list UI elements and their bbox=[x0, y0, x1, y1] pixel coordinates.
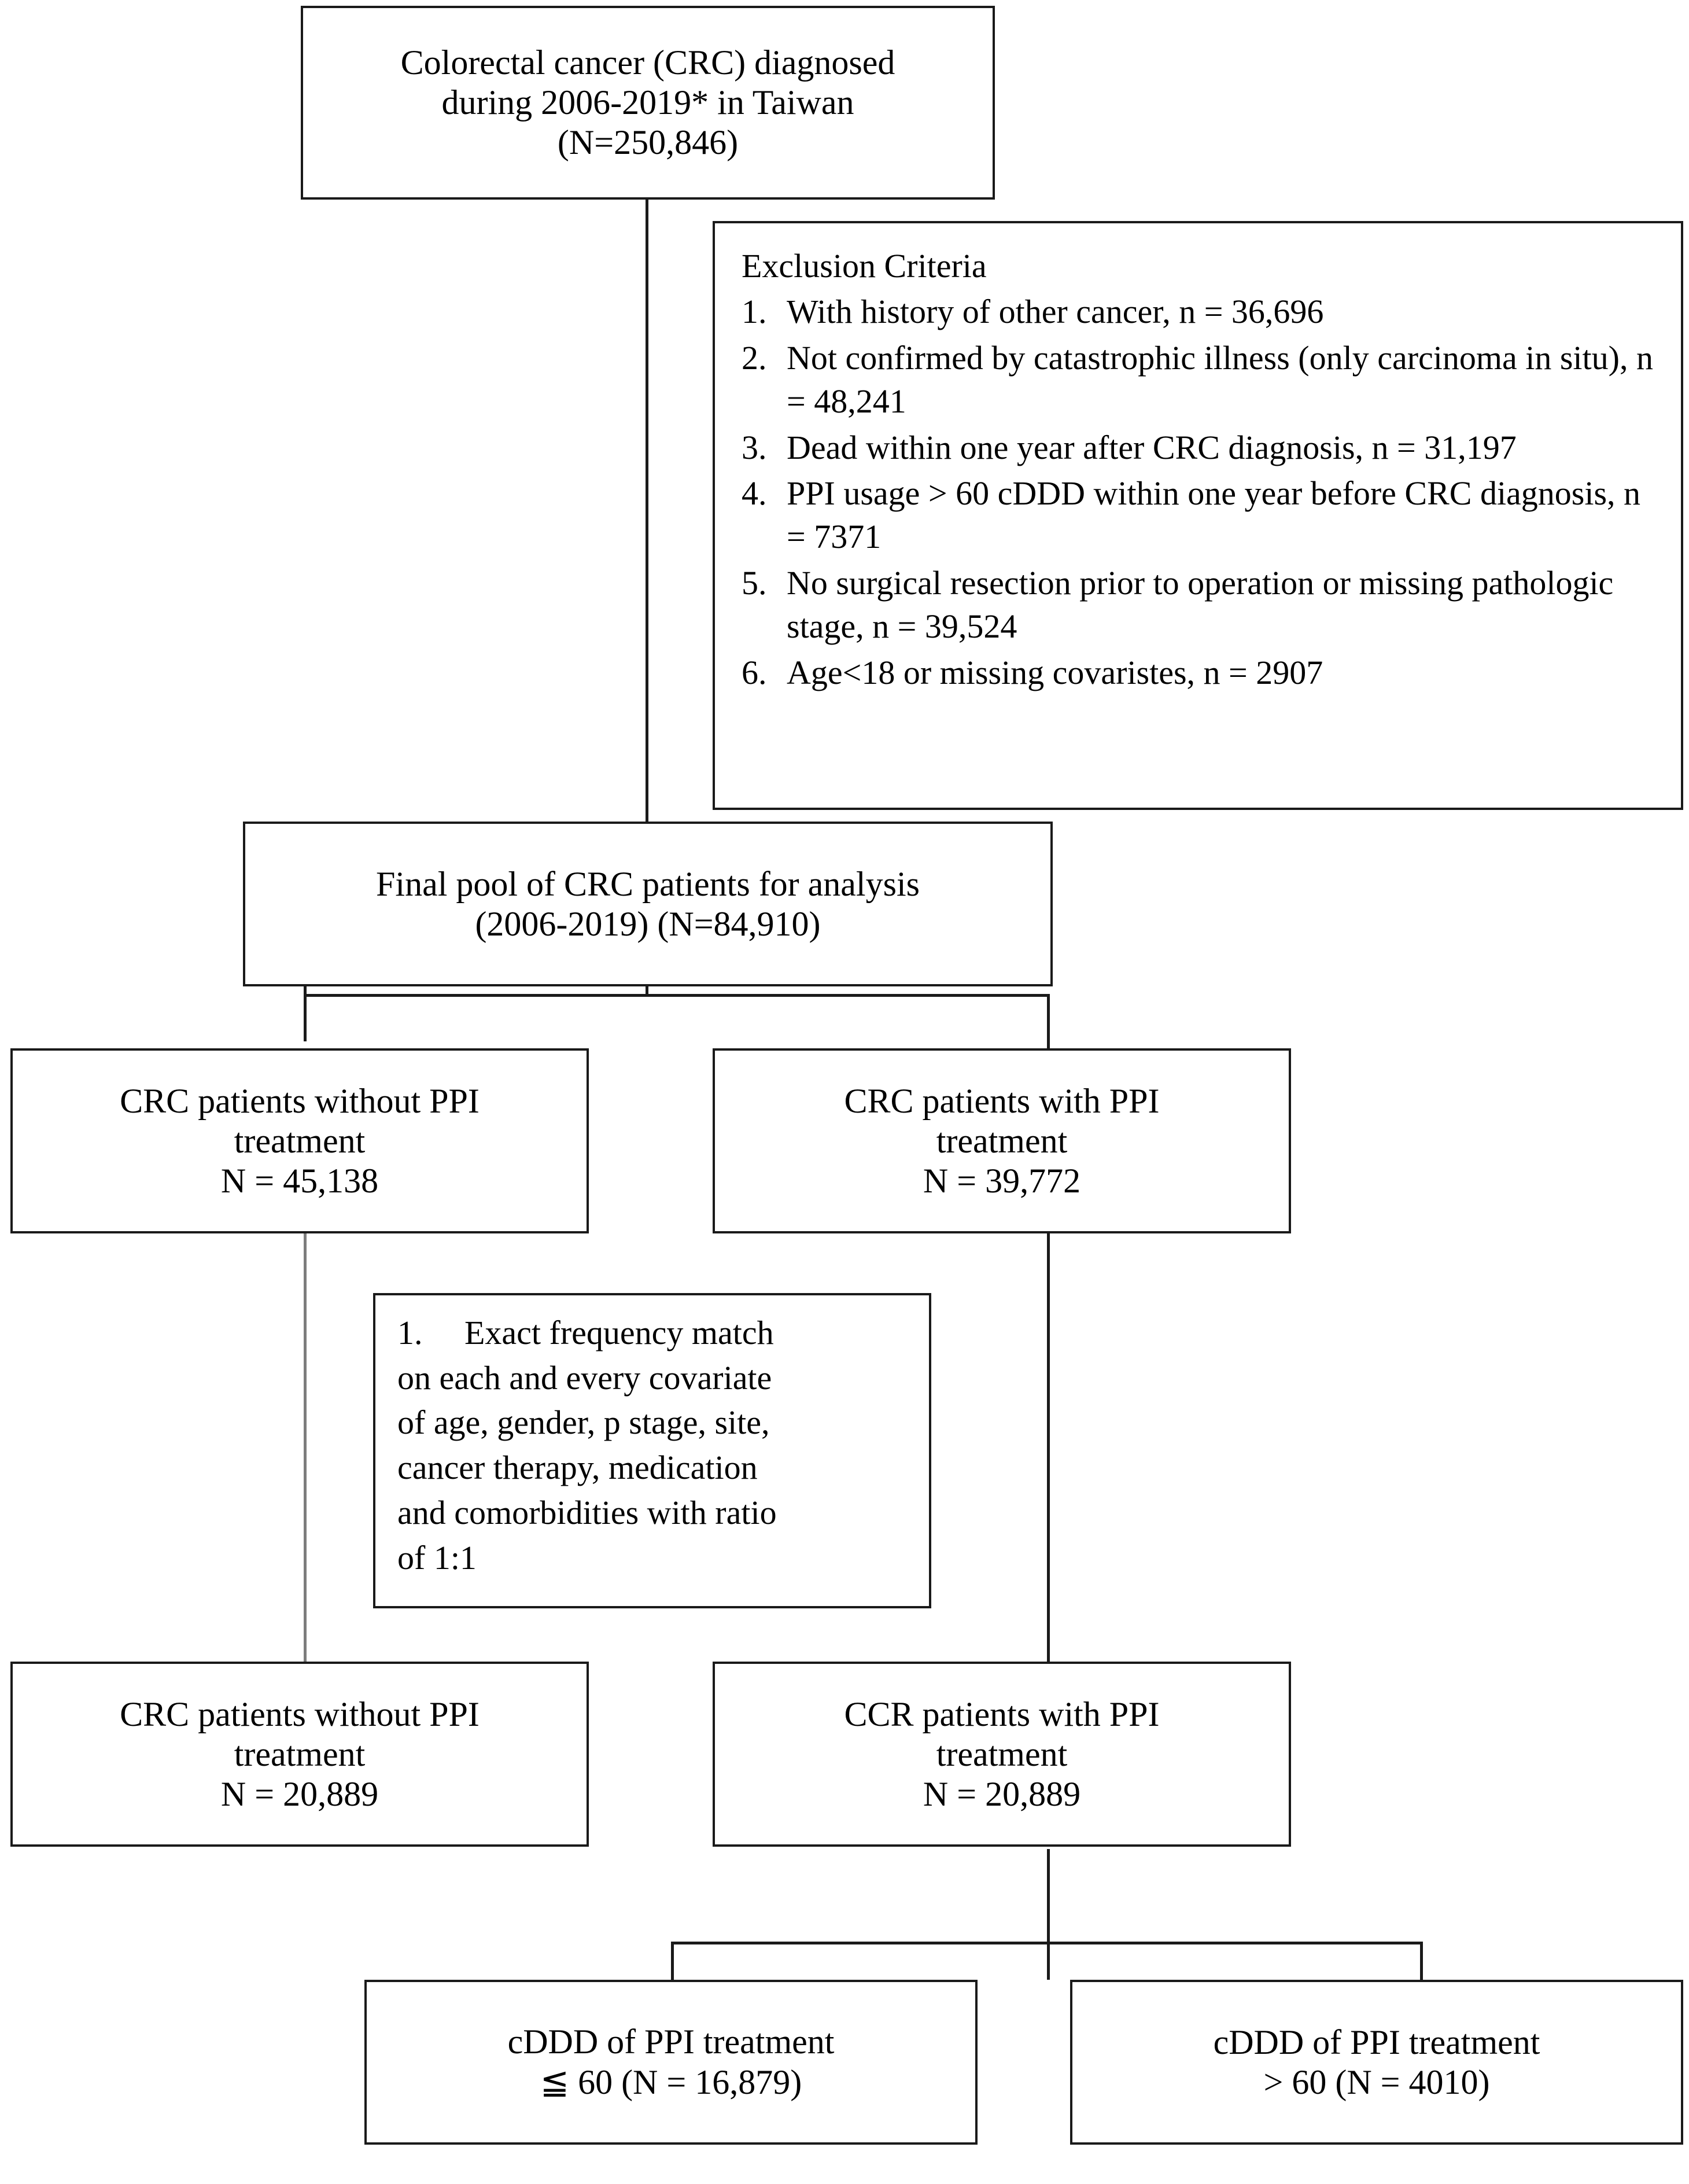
exclusion-item-6: 6. Age<18 or missing covaristes, n = 2907 bbox=[742, 651, 1654, 694]
node-unexposed-matched: CRC patients without PPI treatment N = 2… bbox=[10, 1662, 589, 1847]
source-cohort-line2: during 2006-2019* in Taiwan bbox=[441, 83, 854, 121]
exclusion-item-3: 3. Dead within one year after CRC diagnos… bbox=[742, 426, 1654, 469]
exposed-matched-line1: CCR patients with PPI bbox=[844, 1695, 1160, 1733]
matching-line3: of age, gender, p stage, site, bbox=[397, 1404, 770, 1442]
connector-exposed-matched-down bbox=[1047, 1849, 1050, 1943]
connector-split-bar-bottom bbox=[671, 1942, 1423, 1944]
exclusion-item-3-text: Dead within one year after CRC diagnosis… bbox=[787, 428, 1517, 466]
exclusion-item-6-text: Age<18 or missing covaristes, n = 2907 bbox=[787, 653, 1323, 691]
exclusion-item-3-number: 3. bbox=[742, 428, 767, 466]
unexposed-prematch-line3: N = 45,138 bbox=[220, 1161, 379, 1200]
exclusion-item-2-text: Not confirmed by catastrophic illness (o… bbox=[787, 338, 1653, 421]
exposed-matched-line3: N = 20,889 bbox=[923, 1774, 1081, 1813]
node-exclusion-criteria: Exclusion Criteria 1. With history of oth… bbox=[713, 221, 1683, 810]
exclusion-item-2: 2. Not confirmed by catastrophic illness … bbox=[742, 336, 1654, 423]
exclusion-item-1-text: With history of other cancer, n = 36,696 bbox=[787, 293, 1324, 331]
connector-finalpool-to-exposed bbox=[1047, 994, 1050, 1048]
exclusion-item-1: 1. With history of other cancer, n = 36,6… bbox=[742, 290, 1654, 333]
exposed-prematch-line2: treatment bbox=[936, 1121, 1068, 1160]
connector-finalpool-stub bbox=[304, 986, 307, 1041]
matching-line1-text: Exact frequency match bbox=[464, 1314, 774, 1351]
exclusion-item-4-text: PPI usage > 60 cDDD within one year befo… bbox=[787, 474, 1641, 556]
cddd-high-line2: > 60 (N = 4010) bbox=[1263, 2063, 1490, 2101]
node-cddd-high: cDDD of PPI treatment > 60 (N = 4010) bbox=[1070, 1980, 1683, 2145]
connector-exposed-column bbox=[1047, 1233, 1050, 1662]
exclusion-heading: Exclusion Criteria bbox=[742, 247, 987, 285]
connector-exposed-matched-stub bbox=[1047, 1943, 1050, 1980]
exclusion-item-4: 4. PPI usage > 60 cDDD within one year be… bbox=[742, 472, 1654, 559]
matching-line6: of 1:1 bbox=[397, 1538, 477, 1577]
final-pool-line2: (2006-2019) (N=84,910) bbox=[475, 904, 821, 943]
unexposed-prematch-line2: treatment bbox=[234, 1121, 366, 1160]
final-pool-line1: Final pool of CRC patients for analysis bbox=[376, 864, 920, 903]
unexposed-matched-line1: CRC patients without PPI bbox=[120, 1695, 480, 1733]
connector-unexposed-column bbox=[304, 1233, 307, 1662]
exclusion-item-5-text: No surgical resection prior to operation… bbox=[787, 564, 1614, 646]
unexposed-matched-line3: N = 20,889 bbox=[220, 1774, 379, 1813]
connector-to-cddd-high bbox=[1420, 1942, 1423, 1982]
node-source-cohort: Colorectal cancer (CRC) diagnosed during… bbox=[301, 6, 995, 200]
matching-line4: cancer therapy, medication bbox=[397, 1449, 758, 1487]
exposed-prematch-line1: CRC patients with PPI bbox=[844, 1081, 1160, 1120]
cddd-low-line2: ≦ 60 (N = 16,879) bbox=[540, 2063, 802, 2101]
exclusion-item-6-number: 6. bbox=[742, 653, 767, 691]
exclusion-item-4-number: 4. bbox=[742, 474, 767, 512]
exposed-matched-line2: treatment bbox=[936, 1734, 1068, 1773]
source-cohort-line3: (N=250,846) bbox=[557, 123, 739, 161]
exclusion-item-5: 5. No surgical resection prior to operati… bbox=[742, 561, 1654, 649]
matching-line5: and comorbidities with ratio bbox=[397, 1493, 777, 1531]
node-exposed-matched: CCR patients with PPI treatment N = 20,8… bbox=[713, 1662, 1291, 1847]
exclusion-item-2-number: 2. bbox=[742, 338, 767, 377]
node-unexposed-prematch: CRC patients without PPI treatment N = 4… bbox=[10, 1048, 589, 1233]
connector-source-to-final bbox=[646, 200, 648, 838]
node-exposed-prematch: CRC patients with PPI treatment N = 39,7… bbox=[713, 1048, 1291, 1233]
source-cohort-line1: Colorectal cancer (CRC) diagnosed bbox=[400, 43, 895, 82]
cddd-low-line1: cDDD of PPI treatment bbox=[507, 2023, 835, 2061]
node-matching-criteria: 1. Exact frequency match on each and eve… bbox=[373, 1293, 931, 1608]
exclusion-item-5-number: 5. bbox=[742, 564, 767, 602]
matching-line2: on each and every covariate bbox=[397, 1358, 772, 1397]
exclusion-item-1-number: 1. bbox=[742, 293, 767, 331]
exposed-prematch-line3: N = 39,772 bbox=[923, 1161, 1081, 1200]
connector-to-cddd-low bbox=[671, 1942, 674, 1982]
matching-number: 1. bbox=[397, 1314, 423, 1351]
matching-line1: 1. Exact frequency match bbox=[397, 1310, 915, 1356]
node-cddd-low: cDDD of PPI treatment ≦ 60 (N = 16,879) bbox=[364, 1980, 978, 2145]
unexposed-prematch-line1: CRC patients without PPI bbox=[120, 1081, 480, 1120]
cddd-high-line1: cDDD of PPI treatment bbox=[1213, 2023, 1540, 2061]
unexposed-matched-line2: treatment bbox=[234, 1734, 366, 1773]
node-final-pool: Final pool of CRC patients for analysis … bbox=[243, 822, 1053, 986]
connector-split-bar-top bbox=[304, 994, 1050, 997]
